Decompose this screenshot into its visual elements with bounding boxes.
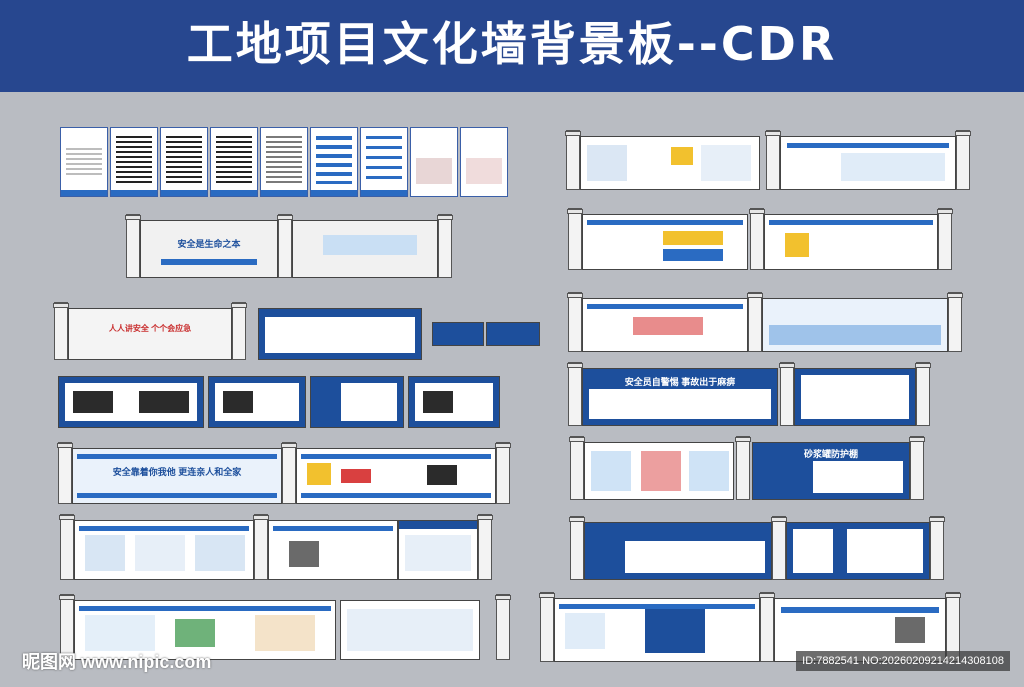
sheet	[360, 127, 408, 197]
wall-right-3	[567, 292, 964, 352]
sheet	[110, 127, 158, 197]
wall-right-2	[567, 208, 958, 270]
wall-right-4: 安全员自警惕 事故出于麻痹	[567, 362, 931, 426]
title-banner: 工地项目文化墙背景板--CDR	[0, 0, 1024, 92]
wall-row-6	[59, 514, 493, 580]
wall-right-5: 砂浆罐防护棚	[569, 436, 925, 500]
wall-row-4	[58, 376, 500, 428]
sheet	[160, 127, 208, 197]
wall-right-1	[565, 130, 971, 190]
sheet	[460, 127, 508, 197]
wall-row-5: 安全靠着你我他 更连亲人和全家	[57, 442, 511, 504]
slogan-text: 人人讲安全 个个会应急	[108, 324, 192, 333]
slogan-text: 安全员自警惕 事故出于麻痹	[624, 377, 736, 387]
sheet	[310, 127, 358, 197]
slogan-text: 安全是生命之本	[177, 239, 241, 249]
wall-row-7	[59, 594, 511, 660]
slogan-text: 安全靠着你我他 更连亲人和全家	[112, 467, 242, 477]
wall-row-3: 人人讲安全 个个会应急	[53, 302, 540, 360]
wall-sheets	[60, 127, 508, 197]
sheet	[410, 127, 458, 197]
wall-right-6	[569, 516, 945, 580]
page-title: 工地项目文化墙背景板--CDR	[186, 17, 838, 71]
wall-slogan-1: 安全是生命之本	[125, 214, 453, 278]
board-gallery: 安全是生命之本 人人讲安全 个个会应急	[0, 92, 1024, 687]
sheet	[210, 127, 258, 197]
sheet	[60, 127, 108, 197]
watermark: 昵图网 www.nipic.com	[22, 652, 212, 672]
slogan-text: 砂浆罐防护棚	[803, 449, 858, 459]
image-id-tag: ID:7882541 NO:20260209214214308108	[796, 651, 1010, 671]
sheet	[260, 127, 308, 197]
